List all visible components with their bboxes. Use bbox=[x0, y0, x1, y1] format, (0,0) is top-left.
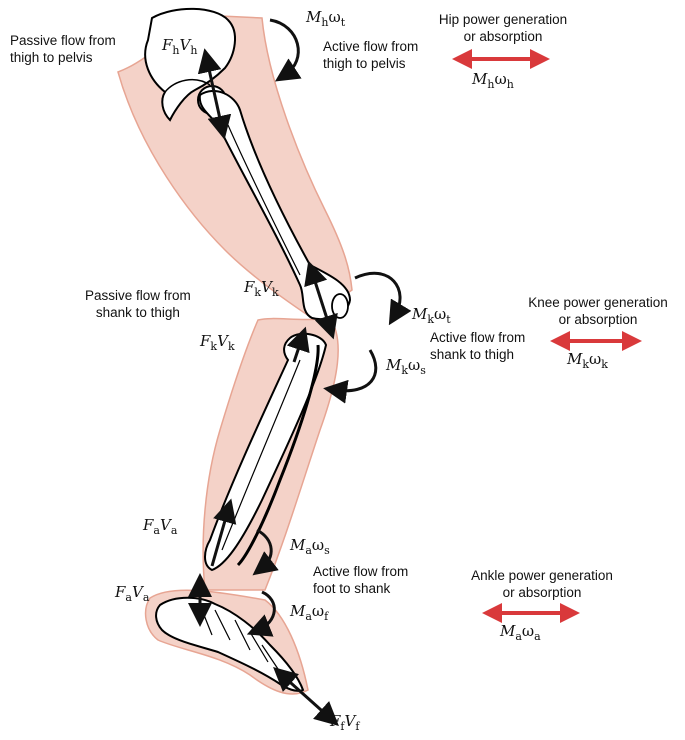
hip-moment-arrow bbox=[270, 20, 298, 75]
foot-force-velocity: FfVf bbox=[330, 712, 359, 730]
ankle-force-velocity-upper: FaVa bbox=[143, 516, 177, 534]
knee-moment-shank: Mkωs bbox=[386, 356, 426, 374]
ankle-moment-foot: Maωf bbox=[290, 602, 328, 620]
knee-shank-moment-arrow bbox=[335, 350, 376, 391]
ankle-moment-shank: Maωs bbox=[290, 536, 330, 554]
hip-power-expression: Mhωh bbox=[472, 70, 514, 88]
hip-force-velocity: FhVh bbox=[162, 36, 197, 54]
knee-power-expression: Mkωk bbox=[567, 350, 608, 368]
hip-moment-thigh: Mhωt bbox=[306, 8, 345, 26]
ankle-power-expression: Maωa bbox=[500, 622, 541, 640]
knee-force-velocity-lower: FkVk bbox=[200, 332, 235, 350]
knee-moment-thigh: Mkωt bbox=[412, 305, 451, 323]
knee-thigh-moment-arrow bbox=[355, 273, 400, 315]
knee-force-velocity-upper: FkVk bbox=[244, 278, 279, 296]
patella-bone bbox=[332, 294, 348, 318]
ankle-force-velocity-lower: FaVa bbox=[115, 583, 149, 601]
